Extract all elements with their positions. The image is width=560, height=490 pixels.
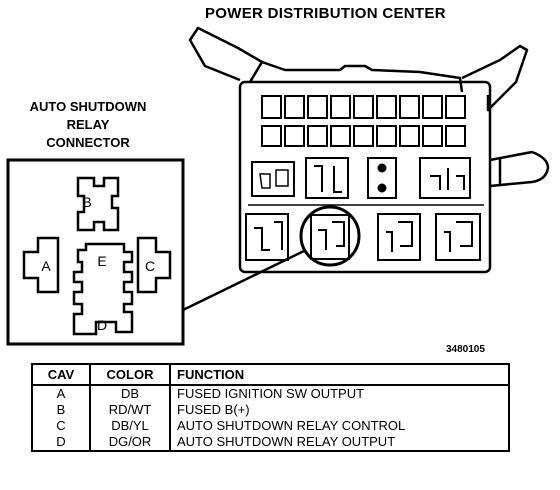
connector-title: AUTO SHUTDOWN RELAY CONNECTOR (8, 98, 168, 152)
fuse-row-bottom (261, 125, 466, 147)
cavity-b (76, 176, 120, 232)
pdc-top-ridge (248, 60, 464, 93)
cavity-label-a: A (41, 258, 51, 274)
relay-socket-upper-4 (419, 157, 471, 199)
table-header-row: CAV COLOR FUNCTION (32, 364, 509, 386)
cell-cav: C (32, 418, 91, 434)
diagram-title: POWER DISTRIBUTION CENTER (205, 5, 446, 22)
cavity-table: CAV COLOR FUNCTION A DB FUSED IGNITION S… (31, 363, 510, 452)
table-row: D DG/OR AUTO SHUTDOWN RELAY OUTPUT (32, 434, 509, 451)
figure-id: 3480105 (446, 344, 485, 355)
relay-socket-upper-1 (251, 161, 295, 197)
cavity-label-e: E (97, 253, 106, 269)
cell-color: DB (90, 385, 171, 402)
cavity-label-b: B (82, 194, 91, 210)
header-function: FUNCTION (170, 364, 509, 386)
cell-color: DB/YL (90, 418, 171, 434)
pdc-right-flange (461, 44, 529, 112)
cell-cav: D (32, 434, 91, 451)
pdc-body (238, 80, 492, 274)
cell-function: AUTO SHUTDOWN RELAY OUTPUT (177, 434, 396, 449)
asd-relay-socket (299, 205, 361, 267)
cell-cav: A (32, 385, 91, 402)
cell-function: AUTO SHUTDOWN RELAY CONTROL (177, 418, 406, 433)
cavity-e-d (72, 242, 134, 336)
connector-title-line-1: AUTO SHUTDOWN (29, 99, 147, 114)
cell-color: DG/OR (90, 434, 171, 451)
leader-line (182, 248, 307, 312)
connector-face (6, 158, 185, 346)
header-color: COLOR (90, 364, 171, 386)
table-row: A DB FUSED IGNITION SW OUTPUT (32, 385, 509, 402)
header-cav: CAV (32, 364, 91, 386)
table-row: B RD/WT FUSED B(+) (32, 402, 509, 418)
connector-title-line-3: CONNECTOR (46, 135, 130, 150)
diagram-drawing: B A C E D (6, 26, 550, 346)
relay-socket-upper-2 (305, 157, 349, 199)
cell-color: RD/WT (90, 402, 171, 418)
relay-socket-upper-3 (367, 157, 397, 199)
relay-socket-lower-3 (377, 213, 421, 261)
cavity-label-d: D (97, 317, 107, 333)
cell-function: FUSED B(+) (177, 402, 250, 417)
relay-socket-lower-1 (245, 213, 289, 261)
cavity-label-c: C (145, 258, 155, 274)
cavity-c (136, 236, 172, 294)
cavity-a (22, 236, 60, 294)
relay-socket-lower-4 (435, 213, 481, 261)
cell-cav: B (32, 402, 91, 418)
connector-title-line-2: RELAY (66, 117, 110, 132)
pdc-cable (489, 150, 550, 188)
cell-function: FUSED IGNITION SW OUTPUT (177, 386, 365, 401)
fuse-row-top (261, 95, 466, 119)
pdc-left-flange (188, 26, 263, 82)
table-row: C DB/YL AUTO SHUTDOWN RELAY CONTROL (32, 418, 509, 434)
